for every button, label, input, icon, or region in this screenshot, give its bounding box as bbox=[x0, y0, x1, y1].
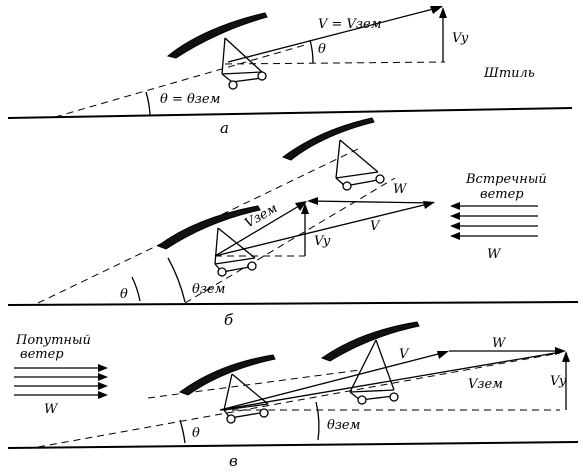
caption-c: в bbox=[229, 452, 238, 470]
v-arrowhead-b bbox=[423, 201, 435, 209]
glider-wheel-rear-rear-c bbox=[259, 408, 269, 418]
v-vector-c bbox=[219, 351, 447, 411]
glider-wheel-front-rear-b bbox=[217, 267, 227, 277]
headwind-arrowhead bbox=[450, 232, 460, 240]
velocity-vector-a bbox=[227, 6, 442, 63]
v-label-c: V bbox=[399, 347, 410, 362]
headwind-arrowhead bbox=[450, 202, 460, 210]
ground-line-c bbox=[7, 441, 579, 449]
vzem-arrowhead-b bbox=[295, 201, 307, 211]
wind-label-line1-b: Встречный bbox=[465, 172, 547, 187]
ground-line-a bbox=[7, 107, 573, 119]
glider-wing-rear-c bbox=[178, 354, 276, 396]
theta-zem-arc-c bbox=[315, 401, 320, 441]
theta-label-c: θ bbox=[192, 426, 200, 441]
wind-label-line1-c: Попутный bbox=[15, 333, 91, 348]
theta-label-b: θ bbox=[120, 287, 128, 302]
glider-frame-front-b bbox=[335, 139, 379, 187]
air-path-c bbox=[147, 369, 361, 399]
headwind-arrowhead bbox=[450, 222, 460, 230]
w-vector-label-c: W bbox=[492, 336, 507, 351]
glider-frame-rear-c bbox=[223, 373, 269, 419]
vzem-vector-c bbox=[219, 351, 562, 411]
w-arrows-label-b: W bbox=[487, 247, 502, 262]
panel-c: V W Vзем Vy Попутный ветер W θ θзем в bbox=[7, 321, 579, 470]
wind-label-line2-c: ветер bbox=[20, 347, 64, 362]
theta-arc-air-a bbox=[309, 39, 314, 64]
tailwind-arrowhead bbox=[98, 364, 108, 372]
tailwind-arrowhead bbox=[98, 382, 108, 390]
glider-frame-a bbox=[221, 37, 263, 83]
theta-zem-label-c: θзем bbox=[327, 418, 360, 433]
tailwind-arrows-c bbox=[14, 364, 108, 399]
vy-label-b: Vy bbox=[314, 234, 331, 249]
hang-glider-rear-c bbox=[178, 354, 276, 424]
panel-b: Vзем V Vy W Встречный ветер W θ θзем б bbox=[7, 117, 579, 329]
theta-arc-c bbox=[179, 419, 186, 444]
vzem-vector-b bbox=[214, 202, 305, 257]
v-vector-b bbox=[214, 202, 433, 257]
v-arrowhead-c bbox=[437, 351, 449, 359]
vy-arrowhead-a bbox=[439, 7, 447, 18]
hang-glider-a bbox=[166, 12, 268, 90]
theta-label-a: θ bbox=[318, 42, 326, 57]
w-arrowhead-b bbox=[307, 197, 318, 205]
w-arrows-label-c: W bbox=[44, 402, 59, 417]
glider-wheel-rear-a bbox=[257, 71, 267, 81]
v-label-b: V bbox=[370, 219, 381, 234]
flight-path-c bbox=[37, 352, 561, 448]
theta-zem-arc-b bbox=[167, 257, 186, 303]
condition-label-a: Штиль bbox=[483, 66, 535, 81]
glider-wheel-front-front-c bbox=[357, 395, 367, 405]
headwind-arrowhead bbox=[450, 212, 460, 220]
velocity-arrowhead-a bbox=[430, 6, 443, 14]
hang-glider-front-b bbox=[281, 117, 385, 191]
glider-wheel-rear-front-c bbox=[389, 392, 399, 402]
glider-wheel-front-rear-c bbox=[226, 414, 236, 424]
w-vector-label-b: W bbox=[393, 182, 408, 197]
theta-arc-b bbox=[131, 276, 141, 302]
theta-arc-ground-a bbox=[145, 91, 151, 116]
theta-zem-label-b: θзем bbox=[192, 282, 225, 297]
tailwind-arrowhead bbox=[98, 391, 108, 399]
caption-b: б bbox=[224, 311, 234, 329]
glider-wing-a bbox=[166, 12, 268, 59]
w-arrowhead-c bbox=[555, 347, 566, 355]
vzem-label-b: Vзем bbox=[243, 201, 281, 231]
vy-label-a: Vy bbox=[452, 31, 469, 46]
caption-a: а bbox=[220, 119, 229, 137]
glider-wing-front-c bbox=[320, 321, 420, 362]
velocity-label-a: V = Vзем bbox=[318, 17, 382, 32]
vy-arrowhead-b bbox=[301, 203, 309, 214]
glider-wheel-rear-rear-b bbox=[247, 261, 257, 271]
w-vector-b bbox=[310, 200, 433, 204]
ground-line-b bbox=[7, 301, 579, 306]
vy-arrowhead-c bbox=[562, 351, 570, 362]
glider-wheel-front-front-b bbox=[342, 181, 352, 191]
hang-glider-front-c bbox=[320, 321, 420, 405]
tailwind-arrowhead bbox=[98, 373, 108, 381]
theta-eq-label-a: θ = θзем bbox=[160, 92, 220, 107]
hang-glider-rear-b bbox=[156, 205, 261, 277]
air-path-b bbox=[184, 177, 396, 304]
horizontal-ref-a bbox=[224, 61, 446, 65]
panel-a: V = Vзем Vy θ θ = θзем Штиль а bbox=[7, 6, 573, 137]
wind-label-line2-b: ветер bbox=[480, 187, 524, 202]
headwind-arrows-b bbox=[450, 202, 538, 240]
glider-wing-rear-b bbox=[156, 205, 261, 250]
glider-frame-front-c bbox=[349, 339, 395, 401]
glider-wheel-rear-front-b bbox=[375, 174, 385, 184]
vy-label-c: Vy bbox=[550, 374, 567, 389]
glider-wheel-front-a bbox=[228, 80, 238, 90]
flight-path-a bbox=[54, 44, 306, 118]
glider-wing-front-b bbox=[281, 117, 375, 161]
vzem-label-c: Vзем bbox=[468, 377, 503, 392]
